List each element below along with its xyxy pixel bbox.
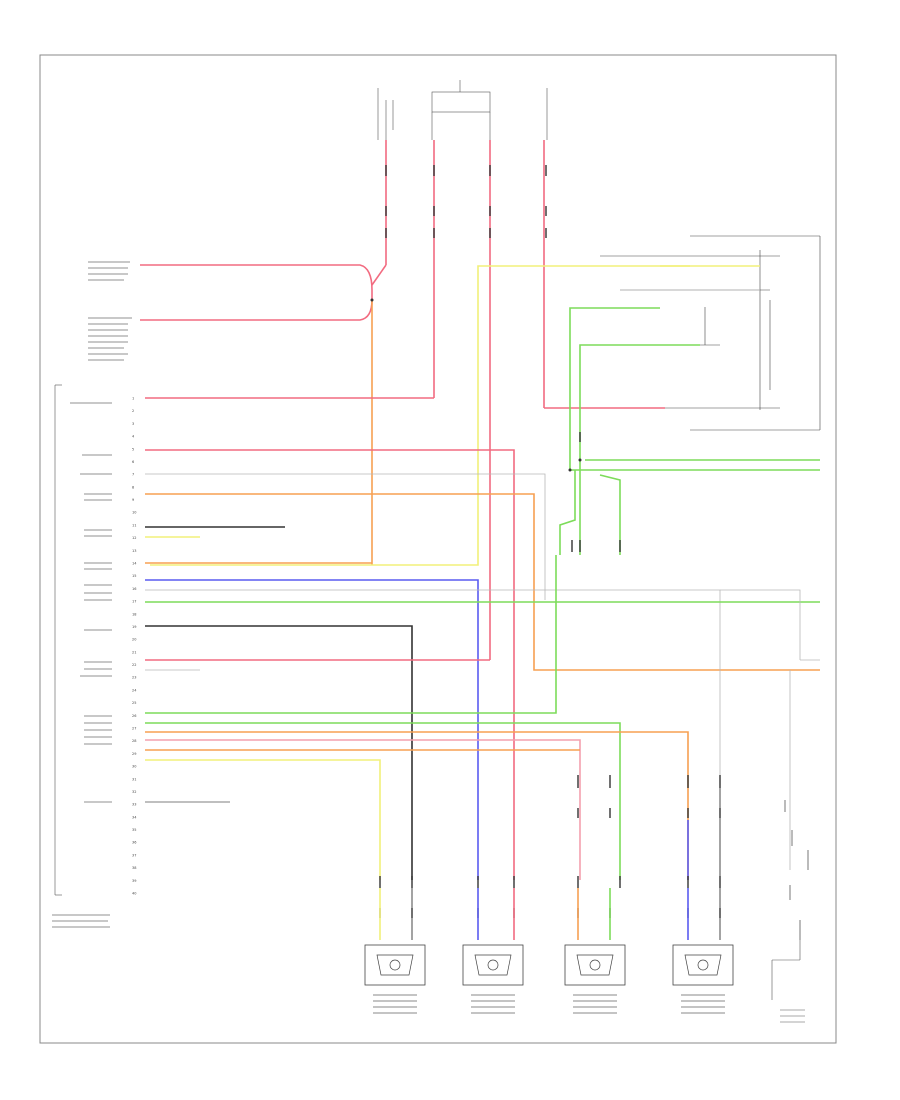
sensors-group bbox=[364, 944, 734, 1014]
module-pin-number: 12 bbox=[132, 536, 136, 540]
module-pin-number: 21 bbox=[132, 650, 136, 654]
module-pin-number: 16 bbox=[132, 587, 136, 591]
module-pin-number: 38 bbox=[132, 866, 136, 870]
wheel-sensor bbox=[462, 944, 524, 1014]
module-pin-number: 34 bbox=[132, 815, 137, 819]
right-edge-wires bbox=[720, 589, 820, 870]
module-left-frame bbox=[54, 384, 62, 896]
module-pin-number: 3 bbox=[132, 422, 134, 426]
module-pin-number: 8 bbox=[132, 485, 134, 489]
module-pin-number: 22 bbox=[132, 663, 136, 667]
module-pin-number: 19 bbox=[132, 625, 136, 629]
module-pin-number: 14 bbox=[132, 562, 137, 566]
module-pin-number: 27 bbox=[132, 727, 136, 731]
sensor-drops bbox=[379, 888, 721, 940]
module-pin-number: 1 bbox=[132, 397, 134, 401]
module-pin-number: 23 bbox=[132, 676, 136, 680]
module-pin-number: 35 bbox=[132, 828, 136, 832]
top-red-feeds bbox=[385, 140, 665, 660]
module-pin-number: 4 bbox=[132, 435, 135, 439]
connector-ticks-sensors bbox=[379, 775, 721, 918]
module-pin-number: 37 bbox=[132, 853, 136, 857]
left-label-blocks bbox=[52, 261, 132, 928]
module-pin-number: 18 bbox=[132, 612, 136, 616]
green-wires-upper-right bbox=[559, 307, 820, 555]
module-pin-number: 31 bbox=[132, 777, 136, 781]
module-pin-number: 24 bbox=[132, 688, 137, 692]
module-pin-number: 25 bbox=[132, 701, 136, 705]
module-pin-number: 13 bbox=[132, 549, 136, 553]
wheel-sensor bbox=[364, 944, 426, 1014]
module-pin-number: 17 bbox=[132, 600, 136, 604]
top-fuse-group bbox=[377, 80, 548, 140]
connector-ticks-center bbox=[571, 432, 621, 552]
upper-left-red-wires bbox=[140, 264, 387, 321]
module-pin-number: 28 bbox=[132, 739, 136, 743]
connector-ticks-top bbox=[385, 165, 547, 238]
module-pin-number: 10 bbox=[132, 511, 136, 515]
bottom-right-labels bbox=[784, 800, 809, 940]
wheel-sensor bbox=[672, 944, 734, 1014]
module-pin-number: 6 bbox=[132, 460, 134, 464]
module-pin-number: 11 bbox=[132, 523, 136, 527]
module-pin-number: 36 bbox=[132, 841, 136, 845]
module-pin-number: 39 bbox=[132, 879, 136, 883]
upper-right-module bbox=[600, 235, 821, 431]
yellow-wire-upper bbox=[150, 265, 690, 566]
module-pin-numbers: 1234567891011121314151617181920212223242… bbox=[132, 397, 137, 896]
module-pin-number: 15 bbox=[132, 574, 136, 578]
module-pin-number: 2 bbox=[132, 409, 134, 413]
wheel-sensor bbox=[564, 944, 626, 1014]
module-pin-number: 33 bbox=[132, 803, 136, 807]
module-pin-number: 32 bbox=[132, 790, 136, 794]
module-pin-number: 40 bbox=[132, 892, 136, 896]
module-pin-number: 9 bbox=[132, 498, 134, 502]
module-pin-number: 26 bbox=[132, 714, 136, 718]
bottom-right-component bbox=[771, 940, 805, 1023]
diagram-border bbox=[39, 54, 837, 1044]
module-pin-number: 5 bbox=[132, 447, 134, 451]
module-pin-number: 30 bbox=[132, 765, 136, 769]
module-pin-number: 29 bbox=[132, 752, 136, 756]
splice-dots bbox=[370, 298, 582, 472]
module-pin-number: 7 bbox=[132, 473, 134, 477]
module-pin-number: 20 bbox=[132, 638, 136, 642]
